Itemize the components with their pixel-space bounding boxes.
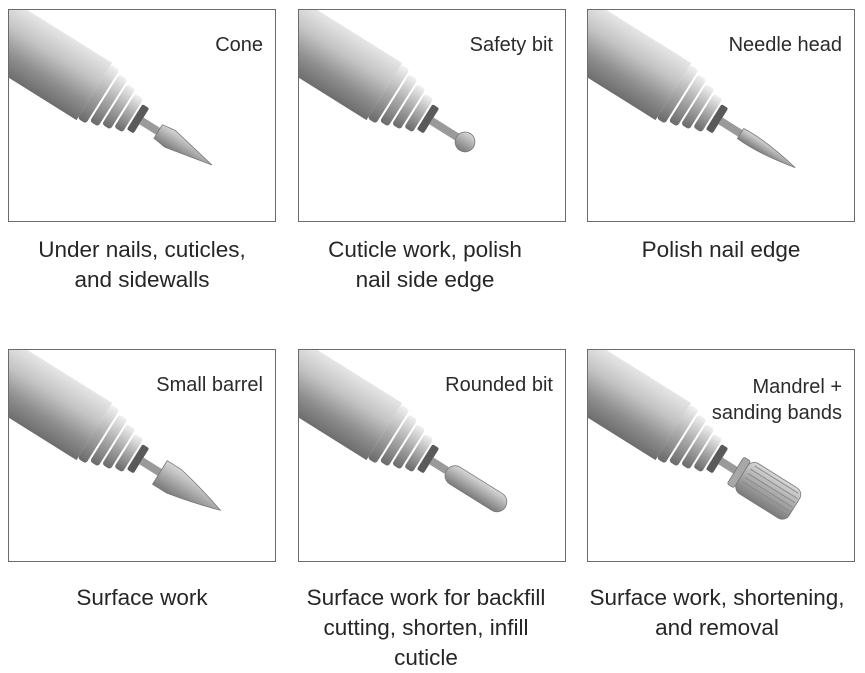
mandrel-bit-icon bbox=[588, 350, 802, 520]
panel-cone: Cone bbox=[8, 9, 276, 222]
panel-label: Cone bbox=[215, 34, 263, 56]
panel-label: Rounded bit bbox=[445, 374, 553, 396]
caption-safety-bit: Cuticle work, polish nail side edge bbox=[328, 237, 522, 292]
caption-small-barrel: Surface work bbox=[76, 585, 208, 610]
cone-bit-icon bbox=[9, 10, 213, 166]
rounded-bit-icon bbox=[299, 350, 508, 513]
needle-bit-icon bbox=[588, 10, 796, 169]
safety-bit-icon bbox=[299, 10, 476, 153]
panel-rounded-bit: Rounded bit bbox=[298, 349, 566, 562]
panel-mandrel: Mandrel + sanding bands bbox=[587, 349, 855, 562]
panel-label: Mandrel + sanding bands bbox=[711, 376, 842, 424]
panel-small-barrel: Small barrel bbox=[8, 349, 276, 562]
caption-cone: Under nails, cuticles, and sidewalls bbox=[38, 237, 246, 292]
caption-rounded-bit: Surface work for backfill cutting, short… bbox=[306, 585, 546, 670]
panel-label: Small barrel bbox=[156, 374, 263, 396]
caption-mandrel: Surface work, shortening, and removal bbox=[589, 585, 845, 640]
panel-label: Needle head bbox=[728, 34, 842, 56]
panel-label: Safety bit bbox=[469, 34, 553, 56]
small-barrel-bit-icon bbox=[9, 350, 222, 511]
panel-needle-head: Needle head bbox=[587, 9, 855, 222]
panel-safety-bit: Safety bit bbox=[298, 9, 566, 222]
caption-needle-head: Polish nail edge bbox=[641, 237, 801, 262]
